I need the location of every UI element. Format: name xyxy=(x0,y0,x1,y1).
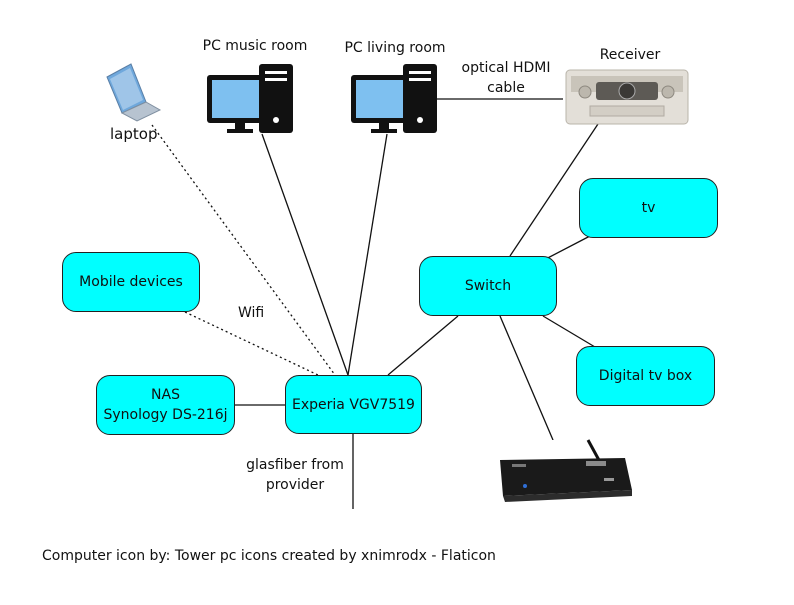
laptop-icon xyxy=(106,63,162,122)
glasfiber-label-line1: glasfiber from xyxy=(246,457,344,473)
experia-label: Experia VGV7519 xyxy=(292,396,415,413)
pc-music-room-label: PC music room xyxy=(202,38,308,54)
nas-label-line2: Synology DS-216j xyxy=(103,407,228,423)
experia-router-node: Experia VGV7519 xyxy=(285,375,422,434)
link-pc-living-experia xyxy=(347,133,388,376)
tv-node: tv xyxy=(579,178,718,238)
attribution-footer: Computer icon by: Tower pc icons created… xyxy=(42,548,496,564)
hdmi-cable-label-line2: cable xyxy=(487,80,525,96)
glasfiber-label: glasfiber from provider xyxy=(230,455,360,495)
nas-node: NAS Synology DS-216j xyxy=(96,375,235,435)
mobile-devices-label: Mobile devices xyxy=(79,274,183,290)
link-switch-mediaplayer xyxy=(499,315,554,441)
desktop-pc-icon xyxy=(351,64,437,133)
hdmi-cable-label: optical HDMI cable xyxy=(446,58,566,98)
link-switch-digitalbox xyxy=(542,315,601,351)
glasfiber-label-line2: provider xyxy=(265,477,325,493)
hdmi-cable-label-line1: optical HDMI xyxy=(461,60,551,76)
media-player-icon xyxy=(497,439,635,508)
link-switch-receiver xyxy=(509,123,599,257)
nas-label-line1: NAS xyxy=(151,387,180,403)
digital-tv-box-node: Digital tv box xyxy=(576,346,715,406)
switch-node: Switch xyxy=(419,256,557,316)
tv-label: tv xyxy=(641,200,656,216)
laptop-label: laptop xyxy=(110,125,158,143)
digital-tv-box-label: Digital tv box xyxy=(598,368,693,384)
av-receiver-icon xyxy=(565,69,689,125)
receiver-label: Receiver xyxy=(599,47,661,63)
desktop-pc-icon xyxy=(207,64,293,133)
link-pc-music-experia xyxy=(261,133,349,376)
switch-label: Switch xyxy=(464,278,512,294)
connections xyxy=(151,98,601,509)
mobile-devices-node: Mobile devices xyxy=(62,252,200,312)
wifi-label: Wifi xyxy=(238,305,265,321)
pc-living-room-label: PC living room xyxy=(344,40,446,56)
link-experia-switch xyxy=(387,315,459,376)
link-laptop-experia xyxy=(151,124,336,376)
